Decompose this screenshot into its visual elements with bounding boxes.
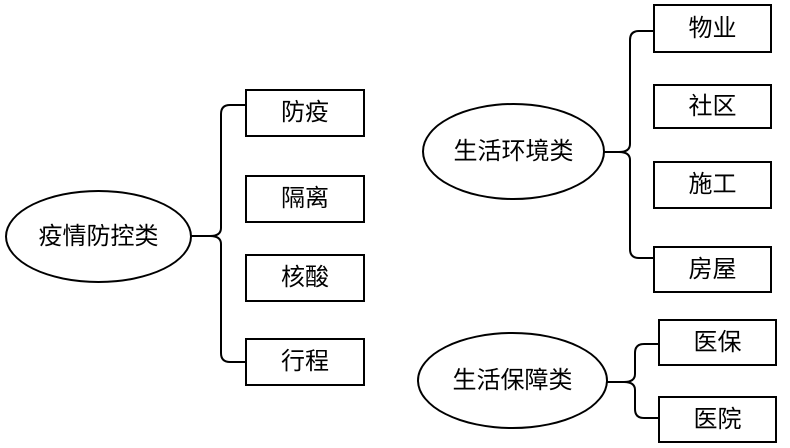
item-box-nucleic-acid: 核酸 bbox=[245, 254, 365, 302]
item-label-construction: 施工 bbox=[688, 171, 737, 198]
item-label-property-management: 物业 bbox=[688, 14, 737, 42]
connector-brace-epidemic-control bbox=[209, 104, 247, 363]
item-box-quarantine: 隔离 bbox=[245, 175, 365, 223]
item-box-medical-insurance: 医保 bbox=[658, 319, 777, 366]
item-label-epidemic-prevention: 防疫 bbox=[281, 99, 329, 126]
category-label-living-environment: 生活环境类 bbox=[453, 137, 574, 165]
item-box-property-management: 物业 bbox=[653, 4, 772, 53]
item-label-housing: 房屋 bbox=[688, 255, 737, 283]
item-box-construction: 施工 bbox=[653, 161, 772, 209]
item-label-travel-itinerary: 行程 bbox=[281, 348, 329, 375]
item-box-housing: 房屋 bbox=[653, 246, 772, 293]
category-ellipse-epidemic-control: 疫情防控类 bbox=[5, 190, 192, 283]
item-box-hospital: 医院 bbox=[658, 396, 777, 443]
connector-brace-living-security bbox=[623, 343, 659, 419]
connector-brace-living-environment bbox=[618, 30, 654, 259]
category-ellipse-living-environment: 生活环境类 bbox=[422, 103, 605, 200]
item-label-community: 社区 bbox=[688, 92, 737, 120]
item-label-hospital: 医院 bbox=[693, 405, 742, 433]
item-label-medical-insurance: 医保 bbox=[693, 328, 742, 356]
category-ellipse-living-security: 生活保障类 bbox=[417, 332, 608, 429]
item-box-community: 社区 bbox=[653, 84, 772, 129]
item-box-travel-itinerary: 行程 bbox=[245, 338, 365, 386]
category-label-epidemic-control: 疫情防控类 bbox=[38, 222, 159, 250]
item-label-nucleic-acid: 核酸 bbox=[281, 264, 329, 291]
item-box-epidemic-prevention: 防疫 bbox=[245, 89, 365, 137]
item-label-quarantine: 隔离 bbox=[281, 185, 329, 212]
category-label-living-security: 生活保障类 bbox=[452, 366, 573, 394]
